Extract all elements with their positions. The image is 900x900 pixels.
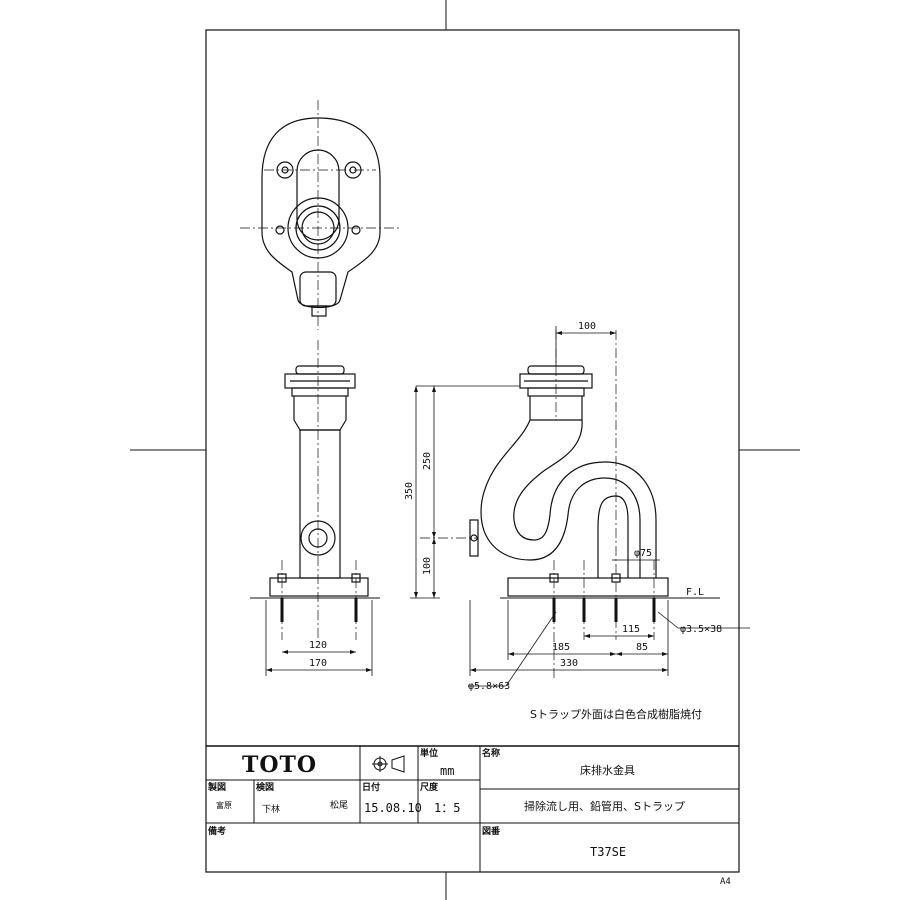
name-value: 床排水金具 <box>580 763 635 777</box>
checked-value-1: 下林 <box>262 803 280 815</box>
coating-note: Sトラップ外面は白色合成樹脂焼付 <box>530 707 702 721</box>
date-value: 15.08.10 <box>364 801 422 815</box>
drawing-no-value: T37SE <box>590 845 626 859</box>
remarks-label: 備考 <box>208 825 226 837</box>
description: 掃除流し用、鉛管用、Sトラップ <box>524 799 685 813</box>
floor-level-label: F.L <box>686 587 704 598</box>
dim-100-top: 100 <box>578 321 596 332</box>
side-view <box>420 330 669 680</box>
checked-label: 検図 <box>256 781 274 793</box>
registration-marks <box>130 0 800 900</box>
dim-phi75: φ75 <box>634 548 652 559</box>
dimension-arrows <box>266 331 668 672</box>
scale-value: 1：5 <box>434 801 460 815</box>
unit-value: mm <box>440 764 454 778</box>
date-label: 日付 <box>362 781 380 793</box>
dim-250: 250 <box>422 452 433 470</box>
dim-120: 120 <box>309 640 327 651</box>
dim-170: 170 <box>309 658 327 669</box>
toto-logo: TOTO <box>242 752 317 778</box>
projection-symbol <box>372 755 405 773</box>
dim-bolt-left: φ5.8×63 <box>468 681 510 692</box>
checked-value-2: 松尾 <box>330 799 348 811</box>
dim-85: 85 <box>636 642 648 653</box>
drafted-value: 富原 <box>216 800 232 810</box>
dim-330: 330 <box>560 658 578 669</box>
drafted-label: 製図 <box>207 781 226 793</box>
dim-350: 350 <box>404 482 415 500</box>
unit-label: 単位 <box>420 747 438 759</box>
dim-115: 115 <box>622 624 640 635</box>
sheet-size: A4 <box>720 877 731 887</box>
title-block-grid <box>206 745 739 873</box>
dim-185: 185 <box>552 642 570 653</box>
name-label: 名称 <box>482 747 500 759</box>
front-view <box>269 340 369 640</box>
dim-bolt-right: φ3.5×38 <box>680 624 722 635</box>
drawing-no-label: 図番 <box>482 825 501 837</box>
top-view <box>240 100 400 330</box>
dimension-lines <box>265 326 750 687</box>
scale-label: 尺度 <box>420 781 439 793</box>
dim-100-left: 100 <box>422 557 433 575</box>
